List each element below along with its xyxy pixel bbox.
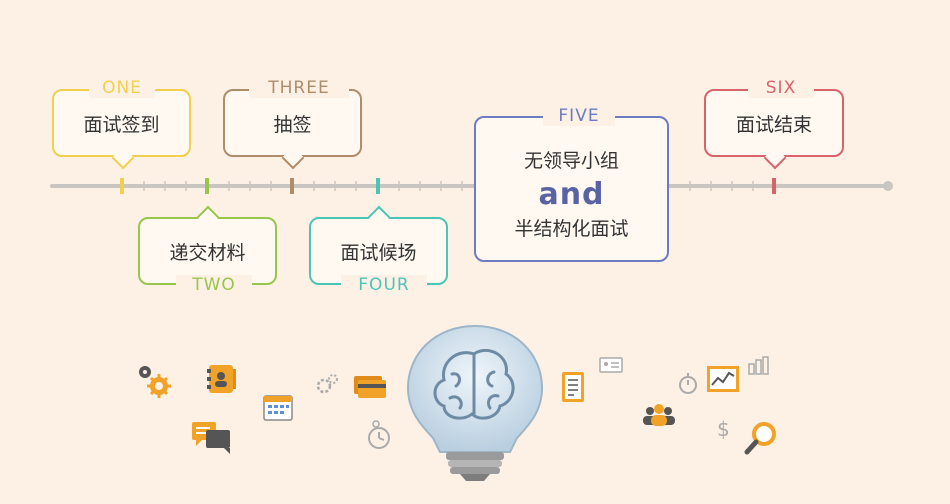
magnifier-icon xyxy=(744,422,776,455)
step-four-label: 面试候场 xyxy=(340,241,417,264)
step-six-number: SIX xyxy=(748,78,814,98)
clock-icon xyxy=(368,420,390,449)
step-five-line2: 半结构化面试 xyxy=(514,217,629,240)
svg-text:$: $ xyxy=(717,417,730,441)
contact-book-icon xyxy=(207,365,236,393)
chart-board-icon xyxy=(707,366,739,392)
step-five-line1: 无领导小组 xyxy=(523,149,619,172)
chat-bubbles-icon xyxy=(192,422,230,454)
bar-chart-icon xyxy=(748,356,769,375)
step-one-number: ONE xyxy=(89,78,155,98)
small-gears-icon xyxy=(316,374,338,394)
step-five-number: FIVE xyxy=(543,106,615,126)
step-five-box: 无领导小组 and 半结构化面试 xyxy=(474,116,669,262)
step-five-and: and xyxy=(538,176,605,212)
stopwatch-icon xyxy=(679,373,697,394)
dollar-icon: $ xyxy=(717,417,730,441)
people-icon xyxy=(643,404,675,426)
lightbulb-brain-icon xyxy=(406,324,544,481)
step-two-label: 递交材料 xyxy=(169,241,246,264)
step-two-box: 递交材料 xyxy=(138,217,277,285)
step-three-number: THREE xyxy=(249,78,349,98)
step-two-number: TWO xyxy=(176,275,252,295)
step-four-number: FOUR xyxy=(341,275,427,295)
gears-icon xyxy=(139,366,171,398)
calendar-icon xyxy=(263,395,293,421)
step-one-label: 面试签到 xyxy=(83,113,160,136)
step-six-label: 面试结束 xyxy=(735,113,812,136)
credit-cards-icon xyxy=(354,376,386,398)
id-card-icon xyxy=(599,357,623,373)
step-four-box: 面试候场 xyxy=(309,217,448,285)
step-three-label: 抽签 xyxy=(273,113,312,136)
document-icon xyxy=(562,372,584,402)
